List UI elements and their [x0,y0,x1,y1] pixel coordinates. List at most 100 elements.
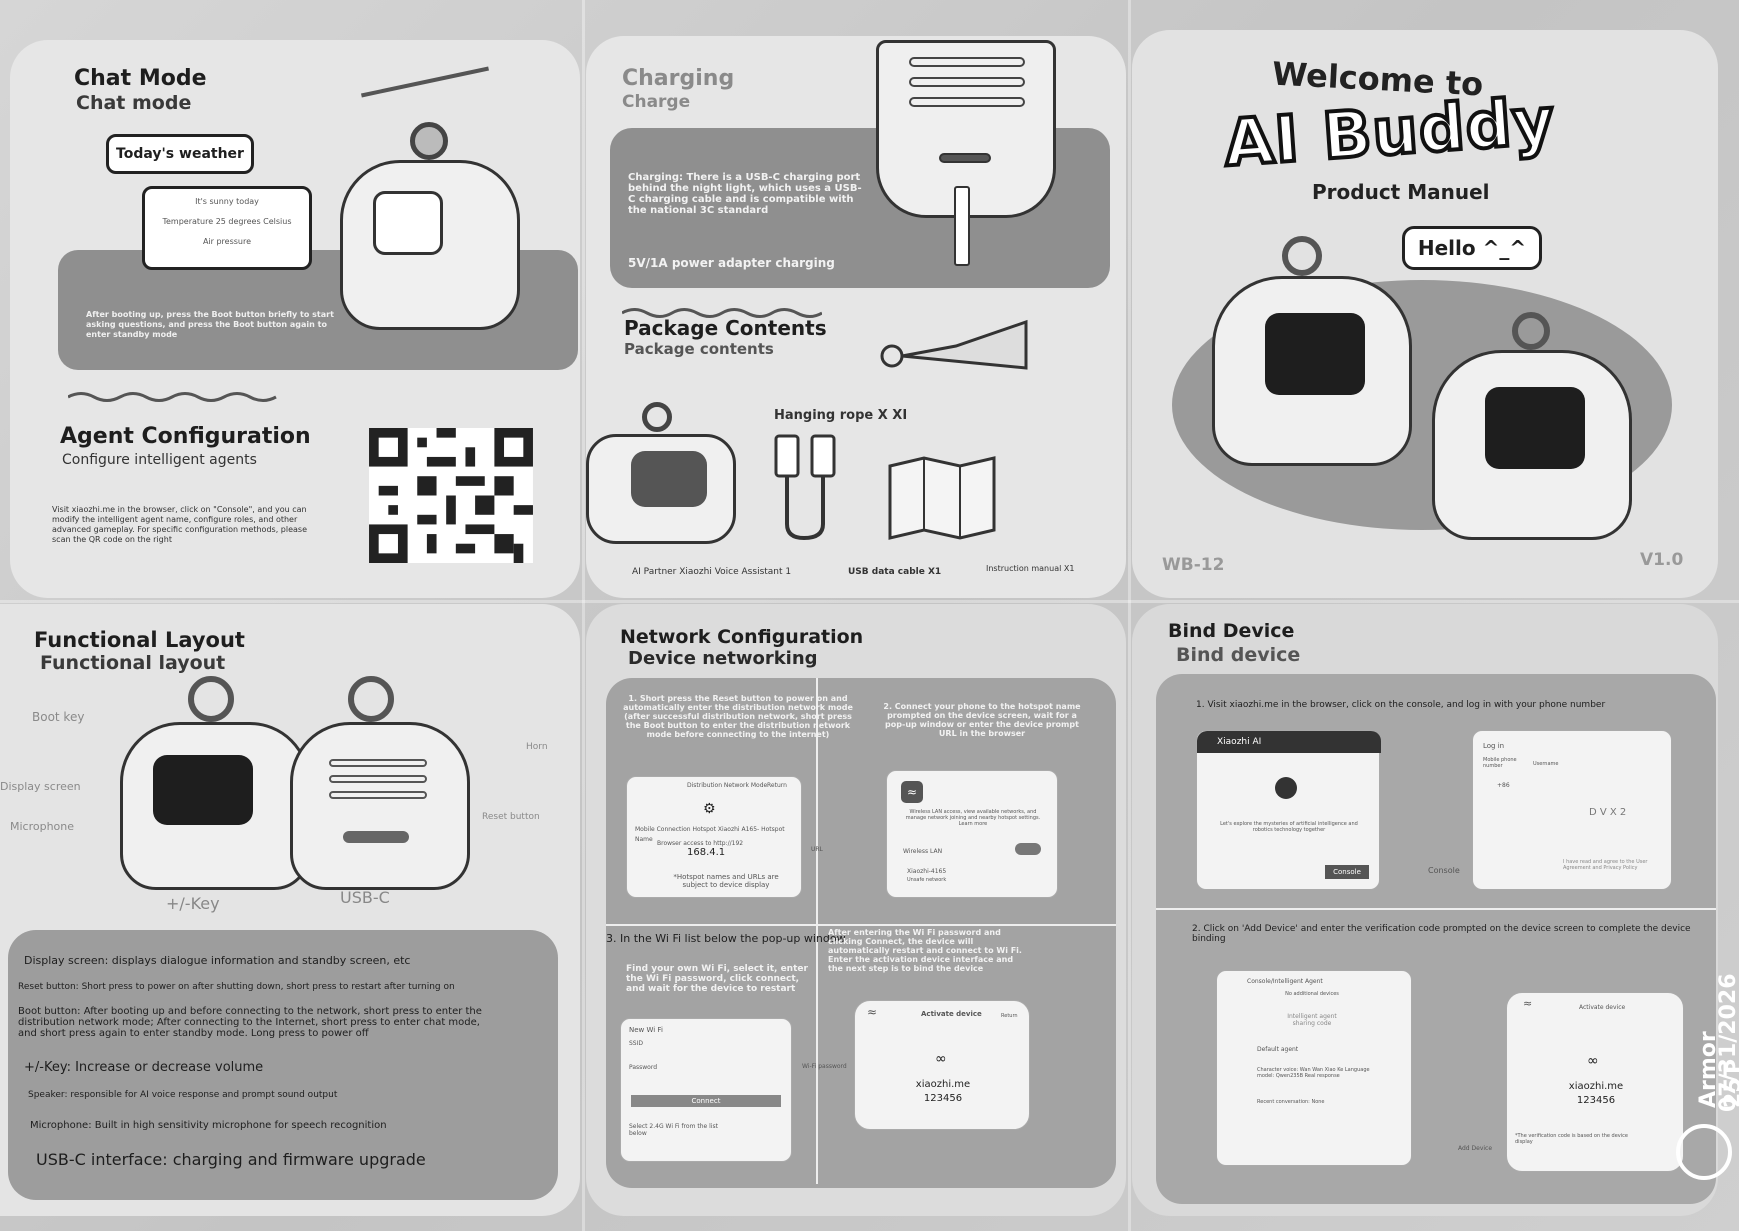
agent-none: No additional devices [1285,991,1339,997]
divider [816,678,818,1184]
card2-network[interactable]: Xiaozhi-4165 [907,868,947,875]
panel-charging-package: Charging Charge Charging: There is a USB… [586,36,1126,598]
activate-code: 123456 [923,1093,963,1104]
step2-text: 2. Connect your phone to the hotspot nam… [883,702,1081,738]
activate-return[interactable]: Return [1001,1013,1018,1019]
manual-icon [888,456,996,540]
panel-bind-device: Bind Device Bind device 1. Visit xiaozhi… [1132,604,1718,1216]
desc-mic: Microphone: Built in high sensitivity mi… [30,1120,387,1131]
label-display: Display screen [0,780,81,793]
robot-illustration [340,160,520,330]
finger-icon [361,66,489,98]
bind-activate-site: xiaozhi.me [1568,1081,1624,1092]
divider [1156,908,1716,910]
panel-chat-agent: Chat Mode Chat mode After booting up, pr… [10,40,580,598]
wifi-ssid[interactable]: SSID [629,1040,644,1047]
robot-mascot-1 [1212,276,1412,466]
antenna-icon [1512,312,1550,350]
wave-divider-icon [622,308,822,318]
charging-title: Charging [622,66,735,91]
fold-line [582,0,585,1231]
panel-network: Network Configuration Device networking … [586,604,1126,1216]
usb-cable-icon [954,186,970,266]
happy-face-icon [1265,313,1365,395]
label-usbc: USB-C [340,888,390,907]
card1-note: *Hotspot names and URLs are subject to d… [673,873,779,889]
login-title: Log in [1483,742,1505,750]
layout-description-box: Display screen: displays dialogue inform… [8,930,558,1200]
item-manual-label: Instruction manual X1 [986,564,1075,573]
login-card: Log in Mobile phone number Username +86 … [1472,730,1672,890]
bind-step2: 2. Click on 'Add Device' and enter the v… [1192,924,1691,944]
add-device-label[interactable]: Add Device [1458,1145,1493,1152]
login-code[interactable]: +86 [1497,782,1510,789]
robot-back-diagram [290,722,470,890]
login-user-tab[interactable]: Username [1533,761,1559,767]
wifi-icon: ≈ [867,1005,878,1019]
link-icon: ∞ [935,1051,947,1067]
smile-face-icon [1485,387,1585,469]
usb-cable-icon [774,434,836,541]
network-title: Network Configuration [620,626,864,648]
hello-bubble: Hello ^_^ [1402,226,1542,270]
speaker-grill-icon [329,775,427,783]
site-title: Xiaozhi AI [1197,731,1381,753]
card1-browser: Browser access to http://192 [657,840,744,847]
model-number: WB-12 [1162,555,1225,575]
wifi-connect-button[interactable]: Connect [631,1095,781,1107]
panel-functional-layout: Functional Layout Functional layout Boot… [0,604,580,1216]
speaker-grill-icon [909,57,1025,67]
desc-display: Display screen: displays dialogue inform… [24,954,411,967]
login-agree[interactable]: I have read and agree to the User Agreem… [1563,859,1648,871]
agent-share[interactable]: Intelligent agent sharing code [1287,1013,1337,1027]
site-tagline: Let's explore the mysteries of artificia… [1220,821,1358,833]
agent-title: Agent Configuration [60,424,311,449]
wifi-password[interactable]: Password [629,1064,658,1071]
version-number: V1.0 [1640,550,1684,570]
card1-return[interactable]: Return [767,782,787,789]
login-captcha: D V X 2 [1589,807,1627,818]
antenna-icon [348,676,394,722]
bind-steps-box: 1. Visit xiaozhi.me in the browser, clic… [1156,674,1716,1204]
label-microphone: Microphone [10,820,75,833]
antenna-icon [1282,236,1322,276]
question-bubble: Today's weather [106,134,254,174]
chat-note: After booting up, press the Boot button … [86,310,334,339]
login-phone-tab[interactable]: Mobile phone number [1483,757,1517,769]
speaker-grill-icon [329,791,427,799]
console-button[interactable]: Console [1325,865,1369,879]
charging-subtitle: Charge [622,92,691,112]
bind-activate-title: Activate device [1579,1004,1626,1011]
wifi-title: New Wi Fi [629,1026,663,1034]
console-label: Console [1428,866,1460,875]
card1-url: URL [811,846,823,853]
bind-activate-code: 123456 [1576,1095,1616,1106]
card1-title: Distribution Network Mode [687,782,768,789]
display-screen-icon [153,755,253,825]
agent-subtitle: Configure intelligent agents [62,452,257,468]
agent-voice: Character voice: Wan Wan Xiao Ke Languag… [1257,1067,1370,1079]
watermark-timestamp: 07/31/2026 13:20:42 [1716,973,1739,1112]
agent-console-card: Console/Intelligent Agent No additional … [1216,970,1412,1166]
agent-recent: Recent conversation: None [1257,1099,1325,1105]
robot-mascot-2 [1432,350,1632,540]
answer-bubble: It's sunny today Temperature 25 degrees … [142,186,312,270]
charging-note: Charging: There is a USB-C charging port… [628,172,862,216]
agent-header: Console/Intelligent Agent [1247,978,1323,985]
answer-line: It's sunny today [195,197,259,206]
wlan-toggle[interactable] [1015,843,1041,855]
robot-front-diagram [120,722,310,890]
product-title: Product Manuel [1312,180,1490,204]
desc-usbc: USB-C interface: charging and firmware u… [36,1150,426,1169]
qr-code-icon[interactable] [366,428,536,563]
link-icon: ∞ [1587,1053,1599,1069]
bind-activate-note: *The verification code is based on the d… [1515,1133,1628,1145]
step1-text: 1. Short press the Reset button to power… [623,694,853,739]
wave-divider-icon [68,392,277,402]
rope-label: Hanging rope X XI [774,408,908,423]
xiaozhi-site-card: Xiaozhi AI Let's explore the mysteries o… [1196,730,1381,890]
label-boot-key: Boot key [32,710,85,724]
answer-line: Air pressure [202,237,252,246]
robot-product-illustration [586,434,736,544]
